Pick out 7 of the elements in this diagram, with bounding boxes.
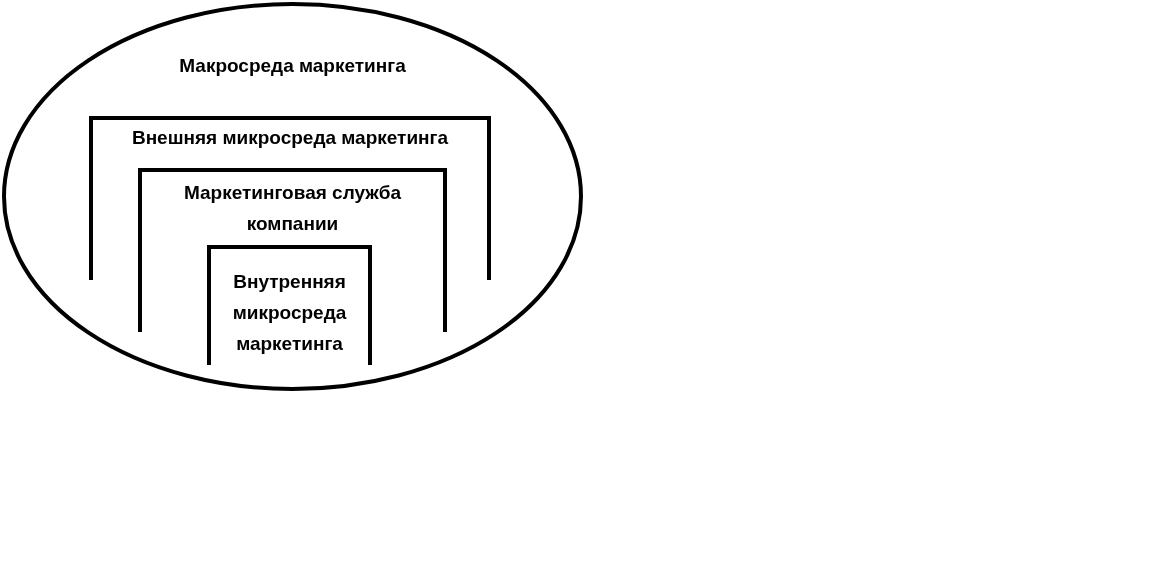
- bracket-frame: [138, 168, 447, 332]
- ellipse-region: [2, 2, 583, 391]
- region-title: Внутренняя микросреда маркетинга: [231, 270, 348, 356]
- region-title: Внешняя микросреда маркетинга: [131, 126, 449, 150]
- region-title: Макросреда маркетинга: [179, 54, 406, 78]
- region-title: Маркетинговая служба компании: [182, 181, 403, 236]
- bracket-frame: [207, 245, 372, 365]
